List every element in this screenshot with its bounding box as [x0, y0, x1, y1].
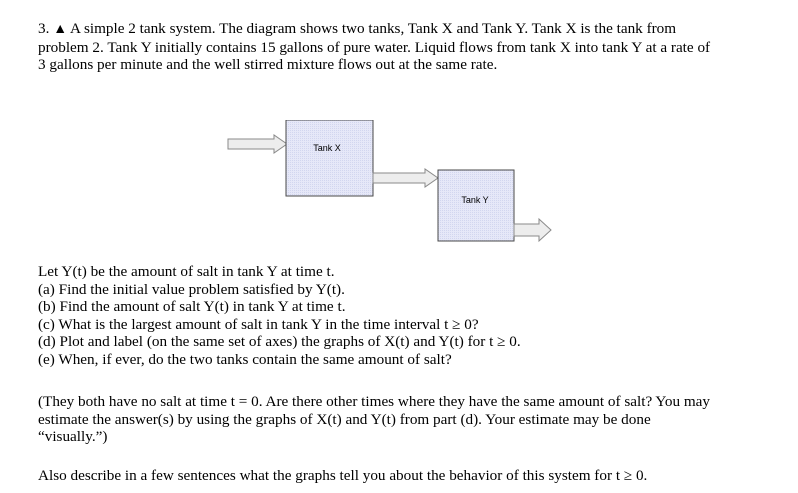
part-a: (a) Find the initial value problem satis… [38, 280, 345, 298]
outflow-arrow [513, 217, 552, 243]
part-definition: Let Y(t) be the amount of salt in tank Y… [38, 263, 335, 280]
inflow-arrow [227, 134, 288, 154]
part-d: (d) Plot and label (on the same set of a… [38, 333, 521, 351]
part-e: (e) When, if ever, do the two tanks cont… [38, 350, 452, 368]
hint-note: (They both have no salt at time t = 0. A… [38, 393, 778, 446]
intro-line-2: problem 2. Tank Y initially contains 15 … [38, 38, 711, 56]
tank-diagram: Tank X Tank Y [227, 120, 552, 243]
note-line-3: “visually.”) [38, 428, 108, 446]
intro-line-1: 3. ▲ A simple 2 tank system. The diagram… [38, 20, 778, 39]
transfer-arrow [372, 168, 439, 188]
intro-line-3: 3 gallons per minute and the well stirre… [38, 56, 498, 74]
problem-statement: 3. ▲ A simple 2 tank system. The diagram… [38, 20, 778, 74]
intro-text-1: A simple 2 tank system. The diagram show… [70, 20, 677, 37]
tank-y-label: Tank Y [461, 195, 488, 205]
final-instruction: Also describe in a few sentences what th… [38, 467, 778, 485]
tank-x [285, 120, 374, 197]
problem-number: 3. [38, 20, 50, 37]
triangle-icon: ▲ [53, 22, 68, 37]
tank-y [437, 169, 515, 242]
note-line-2: estimate the answer(s) by using the grap… [38, 410, 651, 428]
note-line-1: (They both have no salt at time t = 0. A… [38, 393, 710, 410]
question-parts: Let Y(t) be the amount of salt in tank Y… [38, 263, 778, 369]
final-line: Also describe in a few sentences what th… [38, 467, 648, 484]
part-b: (b) Find the amount of salt Y(t) in tank… [38, 298, 346, 316]
part-c: (c) What is the largest amount of salt i… [38, 315, 479, 333]
tank-x-label: Tank X [313, 143, 341, 153]
